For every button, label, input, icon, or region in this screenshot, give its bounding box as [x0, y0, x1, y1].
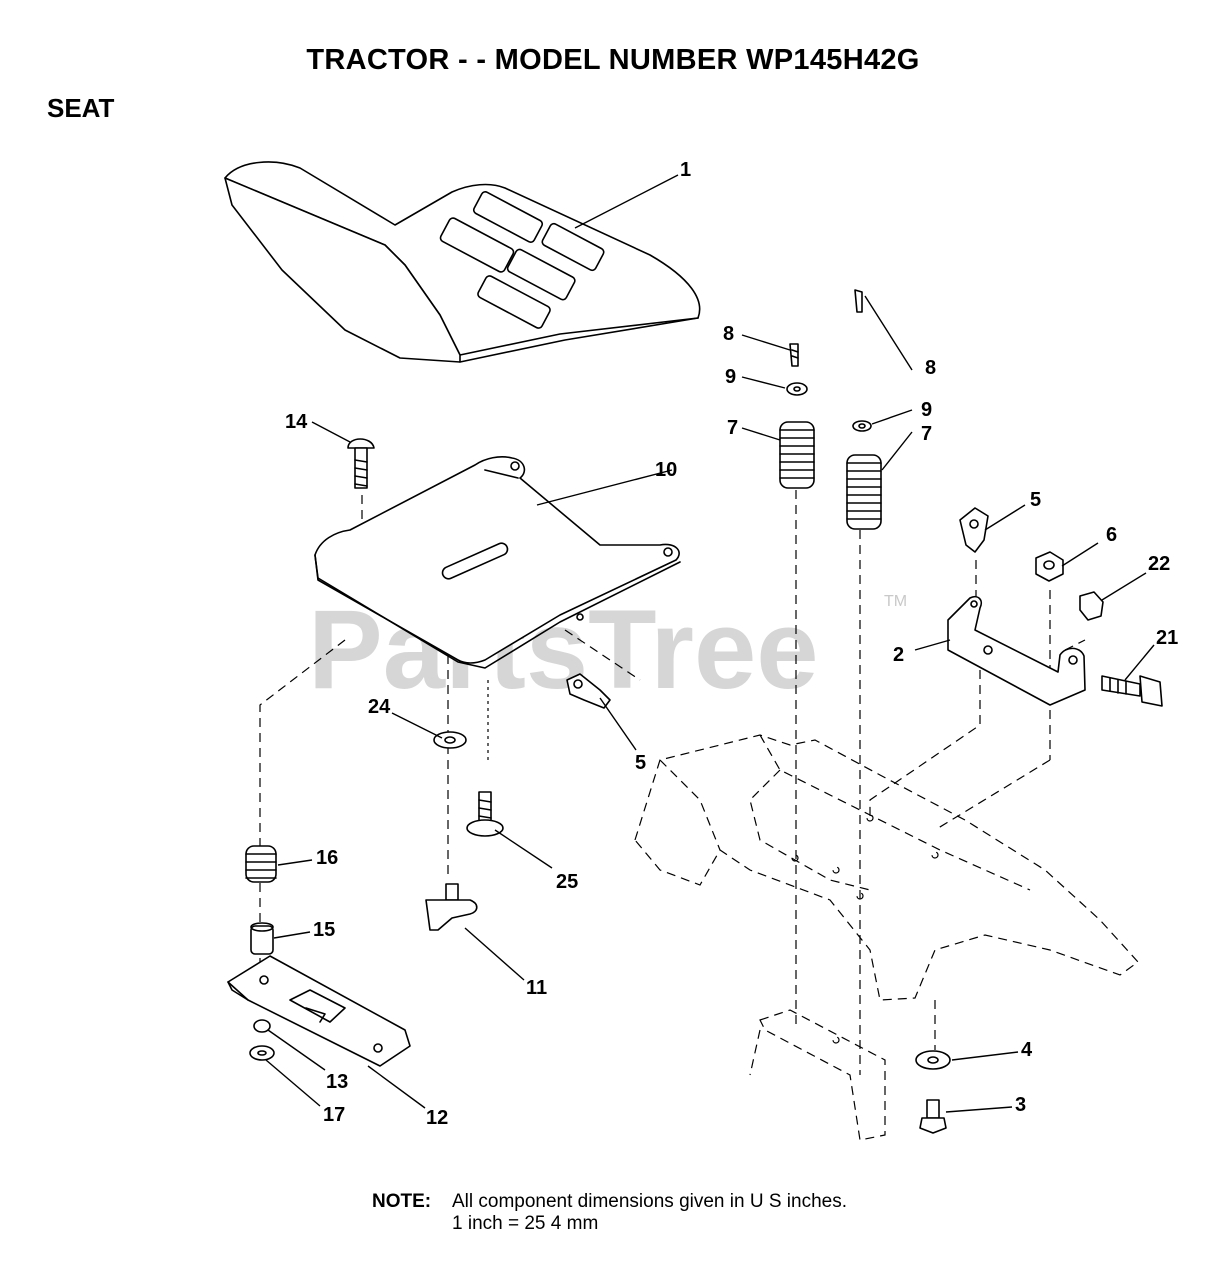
- callout-13: 13: [326, 1071, 348, 1093]
- callout-5-upper: 5: [1030, 489, 1041, 511]
- assembly-lines: [259, 490, 1086, 1075]
- knob-part: [425, 883, 478, 931]
- spacer-part: [250, 922, 274, 955]
- callout-7-left: 7: [727, 417, 738, 439]
- page-title: TRACTOR - - MODEL NUMBER WP145H42G: [306, 44, 920, 76]
- bolt-3-part: [919, 1099, 947, 1134]
- note-block: NOTE: All component dimensions given in U…: [372, 1191, 847, 1235]
- callout-11: 11: [526, 977, 547, 999]
- callout-2: 2: [893, 644, 904, 666]
- callout-15: 15: [313, 919, 335, 941]
- screw-25-part: [466, 791, 504, 837]
- callout-5-lower: 5: [635, 752, 646, 774]
- callout-12: 12: [426, 1107, 448, 1129]
- callout-25: 25: [556, 871, 578, 893]
- watermark-trademark: TM: [884, 593, 907, 610]
- callout-3: 3: [1015, 1094, 1026, 1116]
- switch-parts: [566, 507, 989, 709]
- callout-8-right: 8: [925, 357, 936, 379]
- note-line-2: 1 inch = 25 4 mm: [452, 1213, 599, 1234]
- seat-pan-part: [314, 456, 681, 669]
- screw-parts: [789, 289, 863, 367]
- tractor-chassis-outline: [634, 734, 1139, 1141]
- washer-4-part: [915, 1050, 951, 1070]
- callout-8-left: 8: [723, 323, 734, 345]
- callout-labels: 1 10 14 8 8 9 9 7 7 5 6 22 2 21 5 24 25 …: [285, 159, 1178, 1129]
- callout-21: 21: [1156, 627, 1178, 649]
- bracket-part: [947, 595, 1086, 706]
- section-heading: SEAT: [47, 93, 115, 123]
- callout-7-right: 7: [921, 423, 932, 445]
- note-line-1: All component dimensions given in U S in…: [452, 1191, 847, 1212]
- slide-plate-part: [227, 955, 411, 1067]
- leader-lines: [265, 174, 1155, 1113]
- nut-washer-13-17-parts: [249, 1019, 275, 1061]
- callout-24: 24: [368, 696, 391, 718]
- callout-9-right: 9: [921, 399, 932, 421]
- callout-22: 22: [1148, 553, 1170, 575]
- callout-17: 17: [323, 1104, 345, 1126]
- washer-24-part: [433, 731, 467, 749]
- callout-4: 4: [1021, 1039, 1033, 1061]
- callout-1: 1: [680, 159, 691, 181]
- washer-9-parts: [786, 382, 872, 432]
- seat-part: [224, 161, 701, 363]
- spring-16-part: [245, 845, 277, 883]
- bolt-21-part: [1101, 675, 1163, 707]
- nut-parts: [1035, 551, 1104, 621]
- callout-16: 16: [316, 847, 338, 869]
- carriage-bolt-part: [347, 438, 375, 489]
- callout-9-left: 9: [725, 366, 736, 388]
- callout-10: 10: [655, 459, 677, 481]
- callout-6: 6: [1106, 524, 1117, 546]
- note-label: NOTE:: [372, 1191, 432, 1212]
- callout-14: 14: [285, 411, 308, 433]
- spring-7-parts: [779, 421, 882, 530]
